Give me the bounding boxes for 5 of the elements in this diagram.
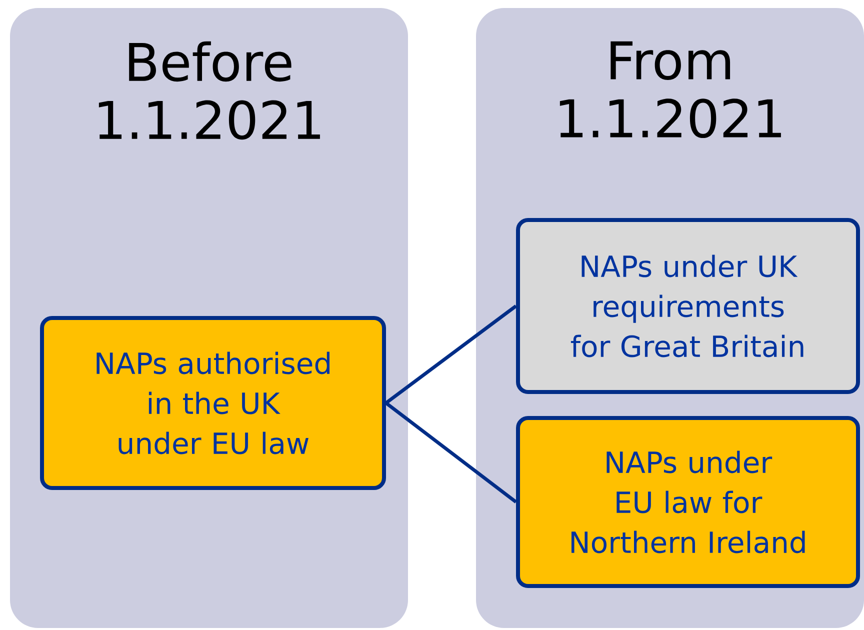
connector-line (384, 402, 518, 504)
connector-line (384, 304, 518, 404)
box: NAPs under UK requirements for Great Britain (516, 218, 860, 394)
box: NAPs authorised in the UK under EU law (40, 316, 386, 490)
box: NAPs under EU law for Northern Ireland (516, 416, 860, 588)
